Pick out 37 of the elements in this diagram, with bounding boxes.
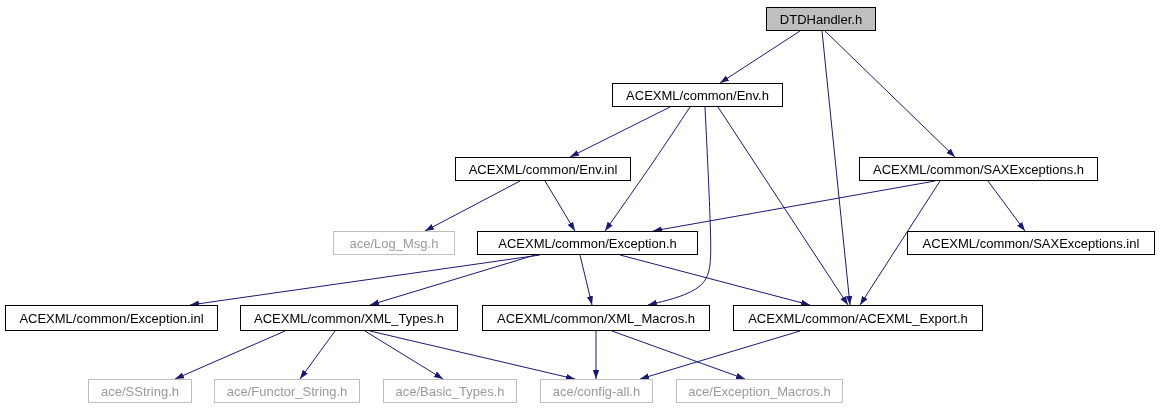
file-box: ace/Functor_String.h — [214, 379, 360, 403]
arrow — [299, 330, 336, 380]
arrow — [639, 330, 801, 380]
arrow — [719, 30, 801, 84]
arrow — [369, 254, 536, 306]
file-box: ACEXML/common/SAXExceptions.h — [859, 157, 1098, 181]
file-box: ace/SString.h — [88, 379, 192, 403]
arrow — [544, 180, 576, 232]
arrow — [364, 330, 444, 380]
file-box: ACEXML/common/ACEXML_Export.h — [733, 305, 983, 331]
arrow — [174, 330, 286, 380]
file-box: ACEXML/common/XML_Types.h — [240, 305, 458, 331]
file-box: ace/Log_Msg.h — [333, 231, 455, 255]
arrow — [987, 180, 1026, 232]
file-box: ace/config-all.h — [540, 379, 653, 403]
arrow — [717, 106, 849, 306]
arrow — [569, 106, 671, 158]
file-box: ace/Exception_Macros.h — [676, 379, 843, 403]
file-box: DTDHandler.h — [766, 7, 876, 31]
file-box: ACEXML/common/Exception.inl — [5, 305, 218, 331]
file-box: ACEXML/common/Env.inl — [455, 157, 631, 181]
arrow — [619, 254, 811, 306]
arrow — [821, 30, 853, 306]
file-box: ace/Basic_Types.h — [383, 379, 517, 403]
arrow — [424, 180, 521, 232]
arrow — [579, 254, 593, 306]
file-box: ACEXML/common/Exception.h — [477, 231, 698, 255]
file-box: ACEXML/common/SAXExceptions.inl — [907, 231, 1155, 255]
arrow — [592, 330, 600, 380]
arrow — [824, 30, 956, 158]
arrow — [611, 330, 746, 380]
file-box: ACEXML/common/XML_Macros.h — [482, 305, 710, 331]
arrow — [369, 330, 576, 380]
arrow — [859, 180, 941, 306]
file-box: ACEXML/common/Env.h — [612, 83, 783, 107]
arrow — [604, 106, 691, 232]
arrow — [647, 106, 712, 306]
